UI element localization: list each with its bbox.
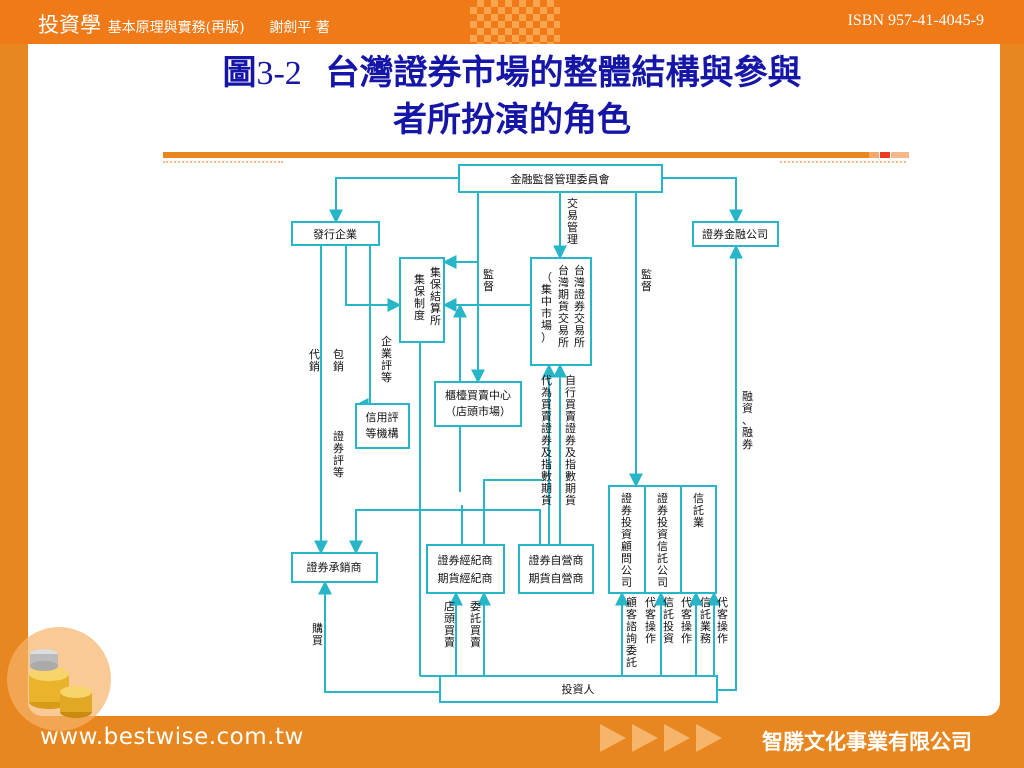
box-otc: 櫃檯買賣中心 （店頭市場） [434, 381, 522, 427]
book-title-text: 投資學 [38, 13, 101, 37]
arrow-decoration [600, 724, 626, 752]
line-issuer-to-depository [345, 245, 402, 312]
line-fsc-to-finance [662, 177, 743, 224]
arrow-decoration [664, 724, 690, 752]
box-broker-line1: 證券經紀商 [438, 553, 493, 567]
dotted-rule [163, 161, 283, 165]
label-self-trading: 自行買賣證券及指數期貨 [565, 374, 576, 507]
line-broker-up [483, 479, 542, 545]
title-line-1: 台灣證券市場的整體結構與參與 [325, 53, 802, 93]
box-dealer: 證券自營商 期貨自營商 [518, 544, 594, 594]
label-agent-trading: 代為買賣證券及指數期貨 [541, 374, 552, 507]
box-broker-line2: 期貨經紀商 [438, 571, 493, 585]
line-investor-to-underwriter [318, 580, 440, 693]
label-proxy-op1: 代客操作 [645, 596, 656, 645]
checker-pattern [470, 0, 560, 44]
box-advisory-label: 證券投資顧問公司 [621, 491, 632, 589]
box-depository-col2: 集保制度 [414, 272, 425, 322]
box-dealer-line1: 證券自營商 [529, 553, 584, 567]
box-underwriter: 證券承銷商 [291, 552, 378, 583]
title-rule [163, 152, 869, 158]
box-issuer: 發行企業 [291, 221, 380, 246]
label-supervise-right: 監督 [641, 267, 652, 293]
book-subtitle: 基本原理與實務(再版) [107, 20, 245, 36]
coins-icon [7, 627, 111, 731]
box-broker: 證券經紀商 期貨經紀商 [426, 544, 505, 594]
title-line-2: 者所扮演的角色 [393, 100, 631, 140]
box-depository-col1: 集保結算所 [430, 265, 441, 327]
dotted-rule [780, 161, 906, 165]
label-firm-underwrite: 包銷 [333, 348, 344, 373]
label-proxy-op2: 代客操作 [681, 596, 692, 645]
box-dealer-line2: 期貨自營商 [529, 571, 584, 585]
arrow-decoration [696, 724, 722, 752]
label-rating: 企業評等 [381, 334, 392, 384]
line-issuer-to-rating [354, 245, 371, 412]
box-underwriter-label: 證券承銷商 [307, 560, 362, 574]
box-exchange-col2: 台灣期貨交易所 [558, 263, 569, 349]
label-proxy-op3: 代客操作 [717, 596, 728, 645]
box-exchange: 台灣證券交易所 台灣期貨交易所 （集中市場） [530, 257, 592, 366]
isbn: ISBN 957-41-4045-9 [847, 12, 984, 29]
website-link[interactable]: www.bestwise.com.tw [40, 724, 304, 750]
box-securities-finance-label: 證券金融公司 [702, 227, 768, 241]
edge-labels: 交易管理 監督 監督 企業評等 代銷 包銷 證券評等 代為買賣證券及指數期貨 自… [309, 196, 753, 669]
slide-title: 圖3-2 台灣證券市場的整體結構與參與 者所扮演的角色 [0, 50, 1024, 143]
label-trust-business: 信託業務 [700, 596, 711, 645]
line-to-underwriter [349, 509, 541, 555]
box-credit-rating-line2: 等機構 [366, 426, 399, 440]
book-title: 投資學 基本原理與實務(再版) 謝劍平 著 [38, 9, 330, 39]
box-fsc-label: 金融監督管理委員會 [511, 172, 610, 186]
label-consult: 顧客諮詢委託 [626, 595, 637, 669]
box-investor: 投資人 [439, 675, 718, 703]
box-fsc: 金融監督管理委員會 [458, 164, 663, 193]
box-depository: 集保結算所 集保制度 [399, 257, 445, 343]
title-rule-accent [891, 152, 909, 158]
box-otc-line2: （店頭市場） [445, 404, 511, 418]
box-trust-fund-label: 證券投資信託公司 [657, 491, 668, 589]
box-exchange-col1: 台灣證券交易所 [574, 263, 585, 349]
title-rule-accent [880, 152, 890, 158]
header-bar [0, 0, 1024, 44]
label-purchase: 購買 [312, 621, 323, 647]
line-investor-to-finance [717, 244, 743, 691]
box-issuer-label: 發行企業 [313, 227, 357, 241]
label-trade-mgmt: 交易管理 [567, 196, 578, 246]
box-credit-rating: 信用評 等機構 [355, 403, 410, 449]
title-rule-accent [869, 152, 879, 158]
label-supervise-left: 監督 [483, 267, 494, 293]
label-trust-invest: 信託投資 [663, 596, 674, 645]
box-securities-finance: 證券金融公司 [692, 221, 779, 247]
box-advisory-group: 證券投資顧問公司 證券投資信託公司 信託業 [608, 485, 717, 594]
label-otc-trading: 店頭買賣 [444, 599, 455, 649]
footer-bar [0, 716, 1024, 768]
arrow-decoration [632, 724, 658, 752]
title-prefix: 圖 [222, 53, 257, 93]
label-consign: 委託買賣 [470, 600, 481, 649]
box-investor-label: 投資人 [562, 682, 595, 696]
book-author: 謝劍平 著 [269, 20, 330, 36]
box-exchange-col3: （集中市場） [541, 271, 552, 344]
label-agency-sale: 代銷 [309, 348, 320, 373]
label-margin: 融資、融券 [742, 390, 753, 451]
publisher-name: 智勝文化事業有限公司 [762, 730, 972, 754]
label-sec-rating: 證券評等 [333, 429, 344, 479]
title-number: 3-2 [256, 55, 302, 92]
line-fsc-to-issuer [329, 177, 459, 224]
box-trust-business-label: 信託業 [693, 492, 704, 529]
box-credit-rating-line1: 信用評 [366, 410, 399, 424]
box-otc-line1: 櫃檯買賣中心 [445, 388, 511, 402]
